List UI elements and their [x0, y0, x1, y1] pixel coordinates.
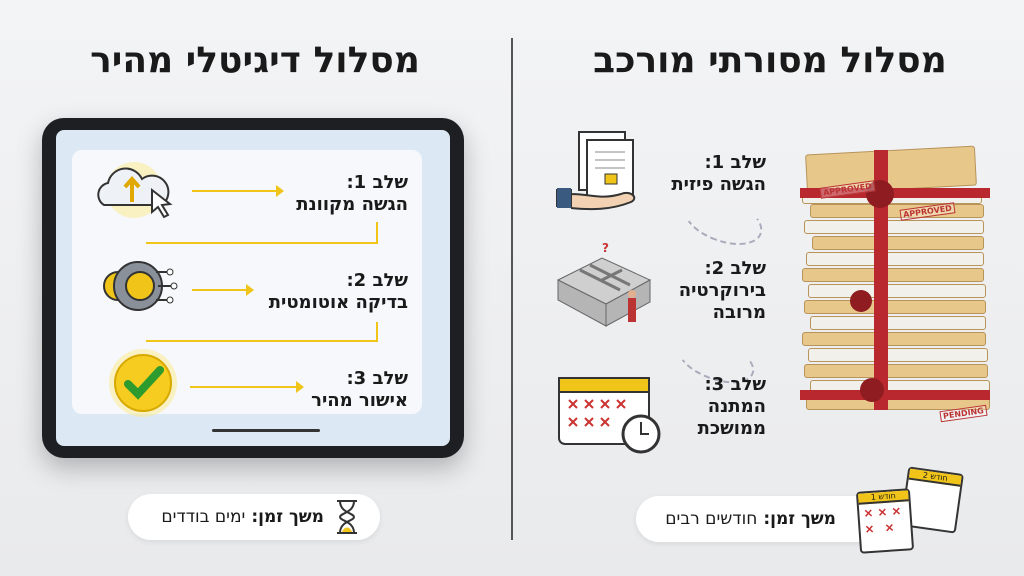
digital-route-title: מסלול דיגיטלי מהיר	[90, 40, 420, 81]
divider	[511, 38, 513, 540]
svg-text:?: ?	[602, 241, 609, 255]
step-text: המתנה ממושכת	[697, 396, 766, 439]
calendars-icon: חודש 2 חודש 1	[855, 466, 968, 556]
step-label: שלב 2:	[346, 270, 408, 291]
step-label: שלב 3:	[704, 374, 766, 395]
traditional-step-1: שלב 1:הגשה פיזית	[671, 152, 766, 196]
tablet: שלב 1:הגשה מקוונת שלב 2:בדיקה אוטומטית ש…	[42, 118, 464, 458]
duration-label: משך זמן:	[251, 507, 324, 527]
calendar-clock-icon	[558, 377, 661, 454]
traditional-step-3: שלב 3:המתנה ממושכת	[656, 374, 766, 440]
digital-step-1: שלב 1:הגשה מקוונת	[296, 172, 408, 216]
step-text: הגשה מקוונת	[296, 194, 408, 215]
connector	[146, 322, 378, 342]
traditional-route-title: מסלול מסורתי מורכב	[593, 40, 947, 81]
duration-label: משך זמן:	[763, 509, 836, 529]
step-text: בדיקה אוטומטית	[268, 292, 408, 313]
traditional-step-2: שלב 2:בירוקרטיה מרובה	[656, 258, 766, 324]
calendar-label: חודש 2	[908, 468, 962, 487]
checkmark-icon	[109, 349, 177, 417]
step-label: שלב 1:	[704, 152, 766, 173]
cloud-upload-icon	[97, 162, 173, 219]
gear-brain-icon	[103, 261, 178, 311]
step-label: שלב 3:	[346, 368, 408, 389]
digital-step-3: שלב 3:אישור מהיר	[311, 368, 408, 412]
home-indicator	[212, 429, 320, 432]
digital-duration-pill: משך זמן:ימים בודדים	[128, 494, 380, 540]
step-label: שלב 2:	[704, 258, 766, 279]
tablet-screen: שלב 1:הגשה מקוונת שלב 2:בדיקה אוטומטית ש…	[56, 130, 450, 446]
duration-value: חודשים רבים	[665, 509, 758, 529]
connector	[146, 222, 378, 244]
step-text: הגשה פיזית	[671, 174, 766, 195]
paper-stack-illustration: APPROVED APPROVED PENDING	[800, 140, 1000, 425]
document-hand-icon	[556, 131, 636, 211]
arrow	[192, 284, 254, 296]
maze-icon: ?	[556, 241, 652, 327]
crossed-days	[864, 507, 901, 533]
step-label: שלב 1:	[346, 172, 408, 193]
arrow	[190, 381, 304, 393]
hourglass-icon	[337, 500, 357, 534]
duration-value: ימים בודדים	[161, 507, 246, 527]
step-text: אישור מהיר	[311, 390, 408, 411]
step-text: בירוקרטיה מרובה	[678, 280, 766, 323]
steps-card: שלב 1:הגשה מקוונת שלב 2:בדיקה אוטומטית ש…	[72, 150, 422, 417]
digital-step-2: שלב 2:בדיקה אוטומטית	[269, 270, 408, 314]
arrow	[192, 185, 284, 197]
